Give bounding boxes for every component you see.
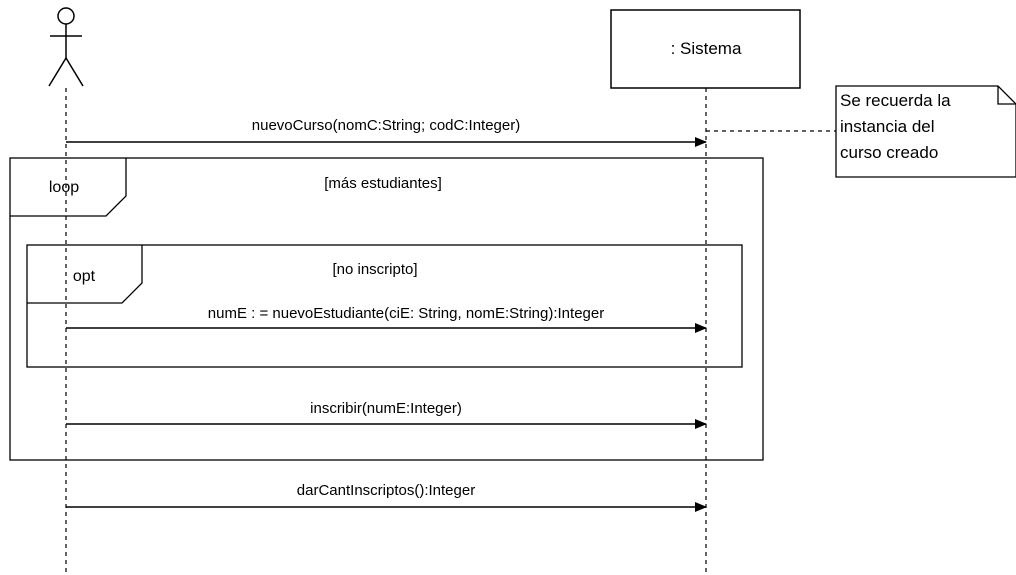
note-line-2: instancia del [840,117,935,136]
opt-frame-guard: [no inscripto] [332,261,417,278]
opt-frame-keyword: opt [73,268,96,285]
note-line-3: curso creado [840,143,938,162]
message-nuevo-estudiante-label: numE : = nuevoEstudiante(ciE: String, no… [208,305,604,322]
message-dar-cant-inscriptos-label: darCantInscriptos():Integer [297,482,475,499]
loop-frame: loop [más estudiantes] [9,157,764,461]
loop-frame-guard: [más estudiantes] [324,175,442,192]
message-inscribir-label: inscribir(numE:Integer) [310,400,462,417]
message-dar-cant-inscriptos: darCantInscriptos():Integer [66,482,707,512]
system-participant: : Sistema [610,9,801,89]
opt-frame: opt [no inscripto] [26,244,743,368]
loop-frame-keyword: loop [49,179,79,196]
message-nuevo-curso-label: nuevoCurso(nomC:String; codC:Integer) [252,117,520,134]
actor-figure [48,7,84,87]
message-inscribir: inscribir(numE:Integer) [66,400,707,429]
note: Se recuerda la instancia del curso cread… [835,85,1016,178]
message-nuevo-estudiante: numE : = nuevoEstudiante(ciE: String, no… [66,305,707,333]
system-participant-label: : Sistema [671,39,742,58]
note-line-1: Se recuerda la [840,91,951,110]
message-nuevo-curso: nuevoCurso(nomC:String; codC:Integer) [66,117,707,147]
